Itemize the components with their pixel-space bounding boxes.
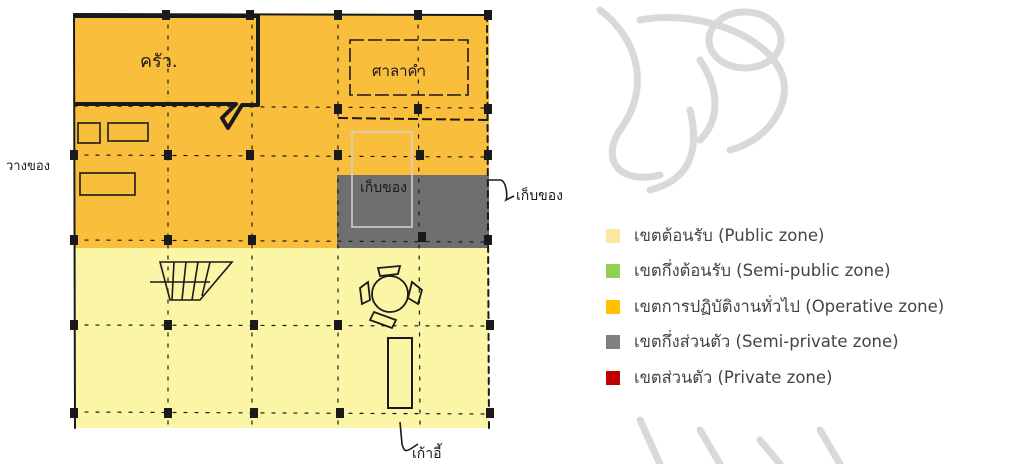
counter-label: ศาลาคำ [372, 62, 426, 80]
semi-private-zone [337, 175, 489, 248]
store-room-sketch [351, 131, 413, 228]
chair-callout-arrow [399, 421, 419, 452]
grid-line-h3 [73, 239, 490, 243]
wall-right [486, 14, 490, 429]
store-room-label: เก็บของ [360, 178, 407, 196]
display-label: วางของ [6, 159, 50, 174]
legend-item-public: เขตต้อนรับ (Public zone) [606, 218, 1014, 254]
swatch-operative [606, 299, 620, 314]
legend-label-public: เขตต้อนรับ (Public zone) [634, 225, 825, 245]
long-table-sketch [387, 337, 413, 409]
counter-sketch [349, 39, 469, 96]
chair-callout-label: เก้าอี้ [412, 443, 443, 462]
legend-item-semi-private: เขตกึ่งส่วนตัว (Semi-private zone) [606, 325, 1014, 361]
legend-item-private: เขตส่วนตัว (Private zone) [606, 360, 1014, 396]
counter-line [337, 117, 490, 121]
grid-line-v4 [417, 13, 421, 429]
swatch-semi-public [606, 264, 620, 279]
display-shelf-2 [107, 122, 149, 142]
grid-line-h1 [73, 105, 490, 109]
legend-label-semi-private: เขตกึ่งส่วนตัว (Semi-private zone) [634, 332, 899, 352]
grid-line-h5 [73, 411, 490, 415]
display-shelf-3 [79, 172, 136, 196]
legend-label-operative: เขตการปฏิบัติงานทั่วไป (Operative zone) [634, 296, 945, 316]
zone-legend: เขตต้อนรับ (Public zone) เขตกึ่งต้อนรับ … [606, 218, 1014, 396]
column-posts [70, 10, 494, 418]
public-zone [74, 248, 489, 428]
grid-line-h2 [73, 154, 490, 158]
legend-item-operative: เขตการปฏิบัติงานทั่วไป (Operative zone) [606, 289, 1014, 325]
store-callout-label: เก็บของ [516, 186, 563, 204]
display-shelf-1 [77, 122, 101, 144]
wall-left [73, 13, 76, 429]
legend-label-semi-public: เขตกึ่งต้อนรับ (Semi-public zone) [634, 261, 891, 281]
watermark-mascot [596, 6, 844, 464]
swatch-public [606, 228, 620, 243]
kitchen-wall [74, 14, 260, 130]
swatch-private [606, 370, 620, 385]
round-table-sketch [359, 264, 424, 330]
legend-item-semi-public: เขตกึ่งต้อนรับ (Semi-public zone) [606, 254, 1014, 290]
store-callout-arrow [489, 179, 515, 202]
legend-label-private: เขตส่วนตัว (Private zone) [634, 367, 833, 387]
swatch-semi-private [606, 335, 620, 350]
grid-line-h4 [73, 324, 490, 327]
kitchen-label: ครัว. [140, 51, 178, 72]
staircase-sketch [150, 261, 234, 301]
